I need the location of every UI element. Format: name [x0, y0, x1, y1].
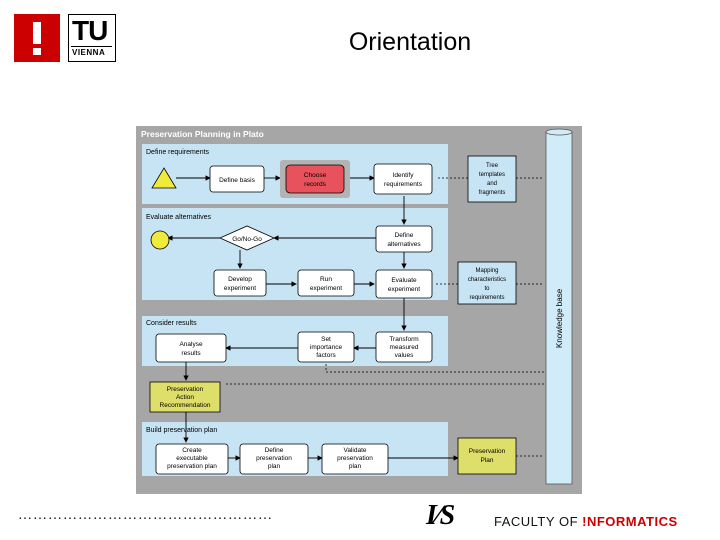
faculty-of-informatics: FACULTY OF !NFORMATICS [494, 514, 678, 529]
node-analyse-results: Analyse results [155, 333, 227, 363]
svg-text:Transform: Transform [389, 336, 418, 343]
faculty-of: OF [558, 514, 579, 529]
svg-text:Develop: Develop [228, 276, 252, 283]
phase-define-label: Define requirements [146, 149, 210, 156]
tu-logo-sub: VIENNA [72, 48, 106, 57]
footer-dots: …………………………………………… [18, 508, 273, 523]
node-define-alternatives: Define alternatives [375, 225, 433, 253]
svg-text:Identify: Identify [393, 172, 415, 179]
svg-text:experiment: experiment [224, 285, 256, 292]
phase-evaluate-label: Evaluate alternatives [146, 214, 211, 221]
svg-text:Preservation: Preservation [469, 448, 506, 455]
svg-text:characteristics: characteristics [468, 277, 506, 283]
node-validate-plan: Validate preservation plan [321, 443, 389, 475]
svg-text:Mapping: Mapping [475, 268, 498, 274]
tu-logo-main: TU [72, 15, 108, 46]
node-preservation-plan: Preservation Plan [457, 437, 517, 475]
node-define-plan: Define preservation plan [239, 443, 309, 475]
faculty-prefix: FACULTY [494, 514, 555, 529]
svg-text:plan: plan [349, 463, 362, 470]
knowledge-base: Knowledge base [545, 128, 573, 485]
node-choose-records: Choose records [280, 160, 350, 198]
ifs-logo-text: I∕S [426, 500, 455, 531]
svg-text:Evaluate: Evaluate [391, 277, 417, 284]
svg-text:alternatives: alternatives [387, 241, 421, 248]
tu-vienna-logo: TU VIENNA [68, 14, 116, 62]
svg-text:preservation plan: preservation plan [167, 463, 217, 470]
node-run-experiment: Run experiment [297, 269, 355, 297]
phase-build-label: Build preservation plan [146, 427, 217, 434]
svg-text:preservation: preservation [256, 455, 292, 462]
node-go-nogo: Go/No-Go [219, 225, 275, 251]
exclamation-logo [14, 14, 60, 62]
svg-text:values: values [395, 352, 415, 359]
svg-text:Action: Action [176, 394, 194, 401]
svg-text:Analyse: Analyse [179, 341, 203, 348]
svg-text:requirements: requirements [469, 295, 504, 301]
node-create-plan: Create executable preservation plan [155, 443, 229, 475]
diagram-title: Preservation Planning in Plato [141, 129, 264, 139]
svg-text:Create: Create [182, 447, 202, 454]
node-identify-requirements: Identify requirements [373, 163, 433, 195]
knowledge-base-label: Knowledge base [555, 288, 564, 348]
svg-text:fragments: fragments [479, 190, 506, 196]
svg-text:Plan: Plan [480, 457, 493, 464]
ifs-logo: I∕S [426, 500, 455, 532]
svg-text:Define basis: Define basis [219, 177, 256, 184]
node-evaluate-experiment: Evaluate experiment [375, 269, 433, 299]
exclamation-icon [33, 22, 41, 55]
svg-text:templates: templates [479, 172, 505, 178]
svg-text:Define: Define [395, 232, 414, 239]
node-recommendation: Preservation Action Recommendation [149, 381, 221, 413]
svg-text:to: to [484, 286, 490, 292]
node-mapping: Mapping characteristics to requirements [457, 261, 517, 305]
svg-text:Run: Run [320, 276, 332, 283]
svg-text:measured: measured [390, 344, 419, 351]
stop-circle [150, 230, 170, 250]
svg-text:results: results [181, 350, 201, 357]
svg-text:Validate: Validate [343, 447, 366, 454]
node-develop-experiment: Develop experiment [213, 269, 267, 297]
svg-text:Go/No-Go: Go/No-Go [232, 236, 262, 243]
svg-text:Recommendation: Recommendation [160, 402, 211, 409]
svg-text:records: records [304, 181, 326, 188]
phase-consider-label: Consider results [146, 320, 197, 327]
node-transform-values: Transform measured values [375, 331, 433, 363]
svg-text:plan: plan [268, 463, 281, 470]
svg-text:Preservation: Preservation [167, 386, 204, 393]
svg-text:Define: Define [265, 447, 284, 454]
faculty-name: !NFORMATICS [582, 514, 678, 529]
svg-text:and: and [487, 181, 497, 187]
slide-title: Orientation [348, 28, 472, 56]
svg-text:importance: importance [310, 344, 343, 351]
svg-text:experiment: experiment [310, 285, 342, 292]
start-triangle [151, 167, 177, 189]
preservation-planning-diagram: Preservation Planning in Plato Knowledge… [136, 126, 582, 494]
svg-text:factors: factors [316, 352, 336, 359]
svg-text:Set: Set [321, 336, 331, 343]
svg-text:Choose: Choose [304, 172, 327, 179]
node-tree-templates: Tree templates and fragments [467, 155, 517, 203]
svg-text:preservation: preservation [337, 455, 373, 462]
node-set-importance: Set importance factors [297, 331, 355, 363]
node-define-basis: Define basis [209, 165, 265, 193]
svg-text:experiment: experiment [388, 286, 420, 293]
svg-text:executable: executable [176, 455, 208, 462]
svg-text:Tree: Tree [486, 163, 499, 169]
svg-text:requirements: requirements [384, 181, 423, 188]
